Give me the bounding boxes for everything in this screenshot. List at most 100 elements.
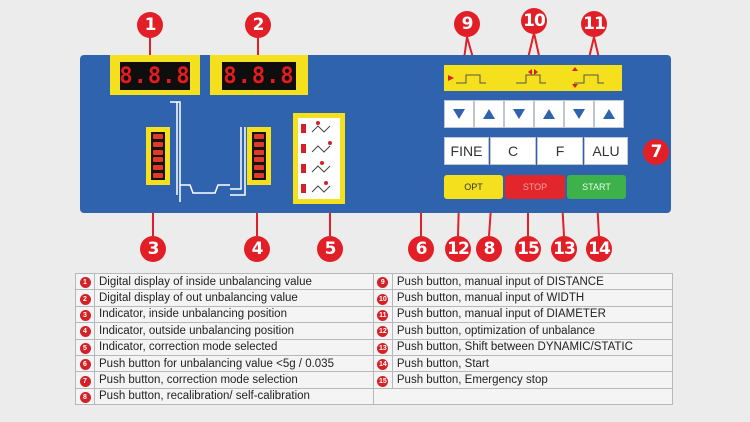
legend-number: 10 — [377, 293, 389, 305]
legend-number-cell: 7 — [75, 371, 95, 389]
arrow-down-icon — [453, 109, 465, 119]
legend-text: Push button, manual input of WIDTH — [396, 292, 585, 305]
legend-text: Push button, recalibration/ self-calibra… — [99, 390, 310, 403]
legend-row: 8 Push button, recalibration/ self-calibr… — [75, 387, 674, 406]
legend-text: Push button, manual input of DIAMETER — [396, 308, 606, 321]
indicator-outside-frame — [247, 127, 271, 185]
callout-8: 8 — [476, 236, 502, 262]
legend-text-cell: Push button, manual input of WIDTH — [391, 289, 674, 307]
callout-6: 6 — [408, 236, 434, 262]
legend-text: Push button, manual input of DISTANCE — [396, 275, 604, 288]
indicator-inside-position — [151, 132, 165, 180]
callout-14: 14 — [586, 236, 612, 262]
distance-down-button[interactable] — [444, 100, 474, 128]
c-button[interactable]: C — [490, 137, 536, 165]
correction-mode-frame — [293, 113, 345, 204]
indicator-inside-frame — [146, 127, 170, 185]
legend-text-cell: Push button, Emergency stop — [391, 371, 674, 389]
legend-number: 1 — [79, 277, 91, 289]
control-panel: 8.8.8 8.8.8 — [80, 55, 671, 213]
legend-text: Push button, Shift between DYNAMIC/STATI… — [396, 341, 633, 354]
legend-text: Push button, correction mode selection — [99, 374, 298, 387]
display-outside-frame: 8.8.8 — [210, 55, 308, 95]
legend-text: Push button, Emergency stop — [396, 374, 548, 387]
legend-text-cell: Push button, recalibration/ self-calibra… — [94, 387, 374, 406]
legend-row: 6 Push button for unbalancing value <5g /… — [75, 354, 674, 373]
stop-button[interactable]: STOP — [505, 175, 565, 199]
legend-number-cell: 9 — [372, 272, 393, 291]
callout-9: 9 — [454, 11, 480, 37]
legend-text-cell — [392, 387, 674, 406]
legend-text-cell: Indicator, outside unbalancing position — [94, 322, 374, 340]
legend-number-cell: 3 — [75, 305, 95, 324]
legend-number-cell: 1 — [75, 272, 95, 291]
legend-text: Indicator, outside unbalancing position — [99, 324, 295, 337]
diameter-up-button[interactable] — [594, 100, 624, 128]
correction-mode-icons — [301, 121, 332, 193]
legend-number: 11 — [377, 309, 389, 321]
arrow-up-icon — [483, 109, 495, 119]
legend-number-cell: 12 — [372, 322, 393, 340]
legend-number: 6 — [79, 359, 91, 371]
legend-text: Indicator, correction mode selected — [99, 341, 278, 354]
legend-number: 12 — [377, 326, 389, 338]
opt-button[interactable]: OPT — [444, 175, 503, 199]
fine-button[interactable]: FINE — [444, 137, 489, 165]
legend-text-cell: Push button, optimization of unbalance — [391, 322, 674, 340]
legend-number-cell: 15 — [372, 371, 393, 389]
legend-number: 5 — [79, 342, 91, 354]
width-down-button[interactable] — [504, 100, 534, 128]
alu-button[interactable]: ALU — [584, 137, 628, 165]
legend-text: Push button for unbalancing value <5g / … — [99, 357, 334, 370]
legend-text-cell: Digital display of inside unbalancing va… — [94, 272, 374, 291]
legend-text-cell: Push button for unbalancing value <5g / … — [94, 354, 374, 373]
legend-number-cell: 13 — [372, 338, 393, 356]
legend-text-cell: Indicator, inside unbalancing position — [94, 305, 374, 324]
legend-text: Digital display of out unbalancing value — [99, 292, 298, 305]
legend-number-cell: 5 — [75, 338, 95, 356]
width-up-button[interactable] — [534, 100, 564, 128]
legend-number: 4 — [79, 326, 91, 338]
callout-2: 2 — [245, 12, 271, 38]
callout-13: 13 — [551, 236, 577, 262]
legend-number-cell: 8 — [75, 387, 95, 406]
legend-text: Push button, optimization of unbalance — [396, 324, 596, 337]
legend-number-cell: 11 — [372, 305, 393, 324]
display-inside-unbalance: 8.8.8 — [119, 62, 191, 90]
legend-text-cell: Push button, manual input of DIAMETER — [391, 305, 674, 324]
callout-1: 1 — [137, 12, 163, 38]
display-outside-unbalance: 8.8.8 — [222, 62, 296, 90]
callout-12: 12 — [445, 236, 471, 262]
start-button[interactable]: START — [567, 175, 626, 199]
legend-text-cell: Digital display of out unbalancing value — [94, 289, 374, 307]
legend-text: Push button, Start — [396, 357, 489, 370]
legend-number: 13 — [377, 342, 389, 354]
legend-number: 8 — [79, 391, 91, 403]
legend-number: 14 — [377, 359, 389, 371]
legend-number: 2 — [79, 293, 91, 305]
callout-15: 15 — [515, 236, 541, 262]
correction-mode-indicator — [298, 118, 340, 199]
legend-text-cell: Indicator, correction mode selected — [94, 338, 374, 356]
arrow-up-icon — [543, 109, 555, 119]
legend-number-cell: 6 — [75, 354, 95, 373]
legend-text-cell: Push button, Start — [391, 354, 674, 373]
legend-text: Indicator, inside unbalancing position — [99, 308, 287, 321]
legend-row: 2 Digital display of out unbalancing valu… — [75, 289, 674, 307]
callout-7: 7 — [643, 139, 669, 165]
f-button[interactable]: F — [537, 137, 583, 165]
callout-11: 11 — [581, 11, 607, 37]
legend-number-cell: 10 — [372, 289, 393, 307]
wheel-profile-outline — [170, 101, 246, 202]
legend-number-cell: 4 — [75, 322, 95, 340]
legend-number: 3 — [79, 309, 91, 321]
legend-number-cell: 2 — [75, 289, 95, 307]
distance-up-button[interactable] — [474, 100, 504, 128]
callout-5: 5 — [317, 236, 343, 262]
dimension-icons — [448, 67, 604, 88]
diameter-down-button[interactable] — [564, 100, 594, 128]
legend-number: 9 — [377, 277, 389, 289]
indicator-outside-position — [252, 132, 266, 180]
